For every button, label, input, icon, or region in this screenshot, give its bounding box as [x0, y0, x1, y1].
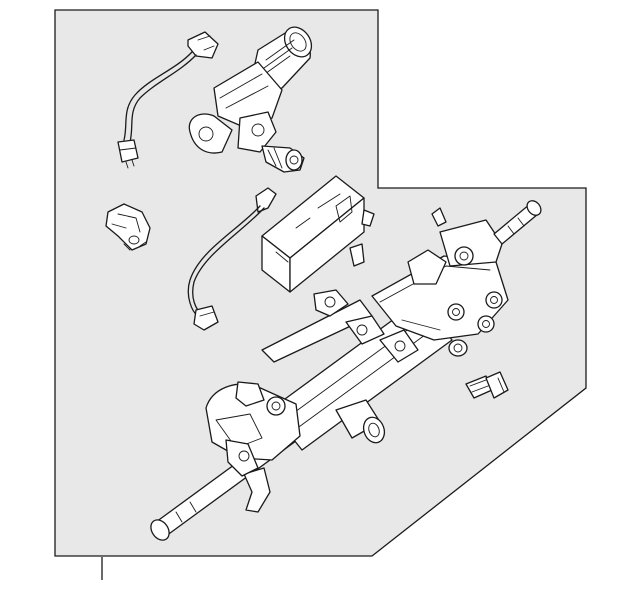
ignition-lock-housing — [188, 26, 313, 173]
control-module — [261, 175, 375, 293]
steering-column-assembly — [150, 200, 542, 541]
sensor-wire — [187, 187, 277, 331]
ignition-wire-harness — [117, 31, 219, 169]
diagram-panel — [54, 9, 587, 557]
mounting-bolt — [465, 371, 509, 399]
small-bracket — [105, 203, 151, 251]
